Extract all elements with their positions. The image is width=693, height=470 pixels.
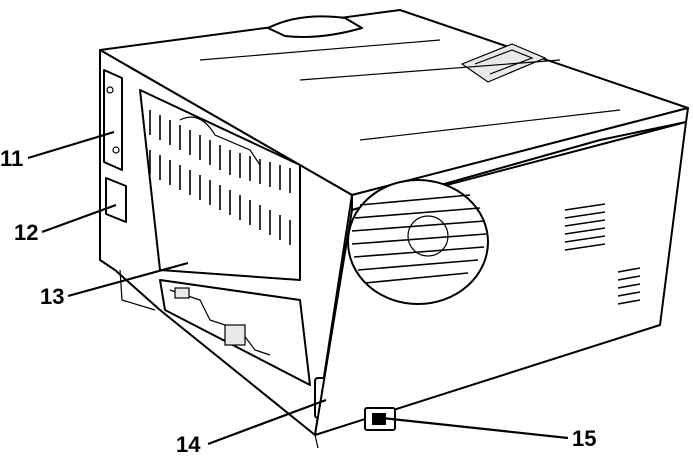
memory-card-slot [105, 177, 127, 223]
side-fan-vent [347, 179, 489, 305]
callout-15: 15 [381, 416, 596, 451]
rear-cover-handle [179, 116, 261, 166]
callout-13: 13 [40, 261, 189, 309]
leader-line-11 [27, 130, 115, 160]
paper-stopper [460, 43, 547, 83]
callout-label-14: 14 [176, 432, 201, 457]
leader-line-12 [41, 203, 117, 234]
callout-11: 11 [0, 130, 115, 171]
callout-label-15: 15 [572, 426, 596, 451]
callout-label-13: 13 [40, 284, 64, 309]
printer-illustration [99, 9, 689, 449]
callout-label-11: 11 [0, 146, 23, 171]
control-panel [267, 15, 363, 38]
rear-latch-left [174, 287, 190, 299]
side-vent-upper [564, 203, 606, 251]
leader-line-13 [67, 261, 189, 298]
leader-line-14 [207, 398, 327, 446]
rear-vents-upper [149, 110, 291, 193]
rear-vents-lower [149, 150, 291, 245]
callout-14: 14 [176, 398, 327, 457]
side-fan-vent-slats [351, 194, 487, 284]
callout-12: 12 [14, 203, 117, 245]
leader-line-15 [381, 416, 569, 440]
rear-latch-center [224, 324, 246, 346]
callout-label-12: 12 [14, 220, 38, 245]
side-vent-lower [617, 267, 641, 305]
option-interface-slot [103, 69, 123, 171]
